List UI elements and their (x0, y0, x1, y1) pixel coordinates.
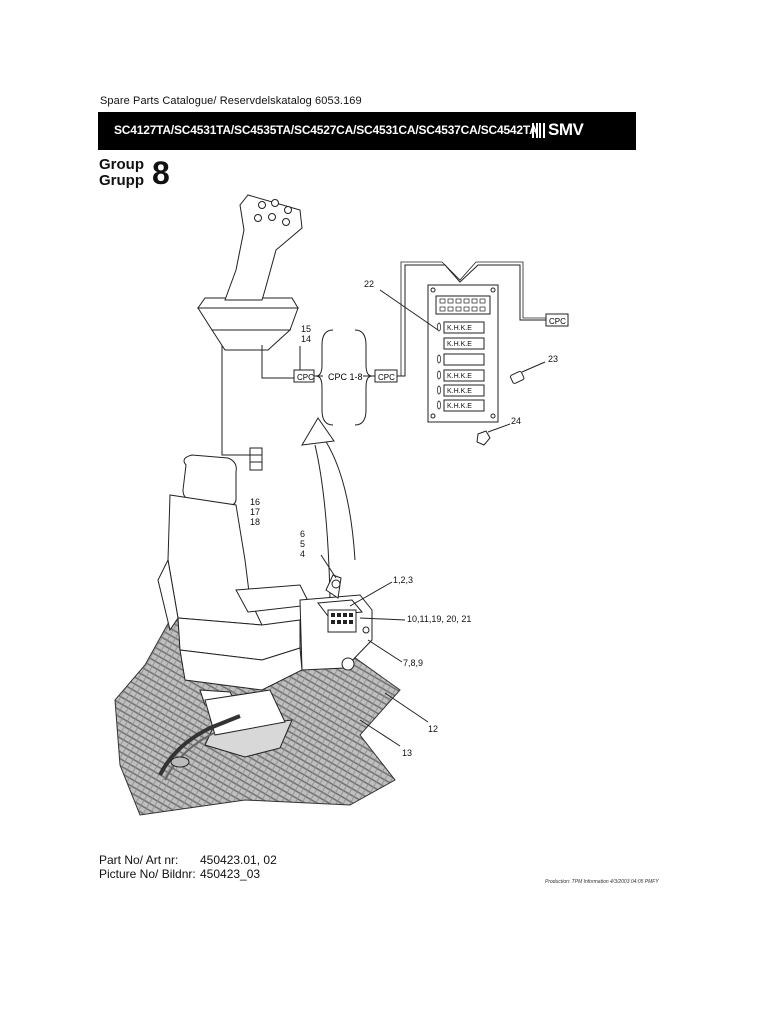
callout-17: 17 (250, 507, 260, 517)
callout-15: 15 (301, 324, 311, 334)
callout-22: 22 (364, 279, 374, 289)
callout-12: 12 (428, 724, 438, 734)
cpc-connector-panel (545, 313, 569, 327)
panel-row-4: K.H.K.E (447, 388, 472, 395)
cpc-label-left: CPC (297, 373, 314, 382)
brand-logo-text: SMV (548, 120, 584, 139)
callout-10-11-19-20-21: 10,11,19, 20, 21 (407, 614, 471, 624)
production-note: Production: TPM Information 4/3/2003 04:… (545, 879, 659, 885)
catalogue-title: Spare Parts Catalogue/ Reservdelskatalog… (100, 95, 362, 107)
part-24-nut (476, 423, 511, 446)
cpc-range-label: CPC 1-8 (328, 372, 363, 382)
smv-logo-icon (532, 122, 545, 138)
part-no-value: 450423.01, 02 (200, 853, 277, 867)
panel-row-5: K.H.K.E (447, 403, 472, 410)
picture-no-label: Picture No/ Bildnr: (99, 867, 196, 881)
operator-seat (157, 454, 311, 758)
group-label-en: Group (99, 156, 144, 173)
callout-5: 5 (300, 539, 305, 549)
connector-16-17-18 (249, 447, 263, 471)
callout-7-8-9: 7,8,9 (403, 658, 423, 668)
panel-row-3: K.H.K.E (447, 373, 472, 380)
callout-13: 13 (402, 748, 412, 758)
group-number: 8 (152, 155, 170, 191)
callout-1-2-3: 1,2,3 (393, 575, 413, 585)
callout-18: 18 (250, 517, 260, 527)
model-list: SC4127TA/SC4531TA/SC4535TA/SC4527CA/SC45… (114, 123, 538, 137)
cpc-label-panel: CPC (549, 317, 566, 326)
callout-4: 4 (300, 549, 305, 559)
cpc-label-right: CPC (378, 373, 395, 382)
group-label-sv: Grupp (99, 172, 144, 189)
part-no-label: Part No/ Art nr: (99, 853, 179, 867)
panel-row-1: K.H.K.E (447, 325, 472, 332)
brand-logo: SMV (532, 120, 584, 139)
callout-16: 16 (250, 497, 260, 507)
right-control-box (299, 574, 373, 671)
callout-23: 23 (548, 354, 558, 364)
joystick-assembly (197, 194, 303, 351)
panel-row-2: K.H.K.E (447, 341, 472, 348)
callout-14: 14 (301, 334, 311, 344)
group-label: Group Grupp (99, 157, 144, 189)
callout-6: 6 (300, 529, 305, 539)
picture-no-value: 450423_03 (200, 867, 261, 881)
control-panel: K.H.K.E K.H.K.E K.H.K.E K.H.K.E K.H.K.E (427, 284, 499, 423)
part-23-bulb (510, 361, 546, 384)
model-bar (98, 112, 636, 150)
callout-24: 24 (511, 416, 521, 426)
